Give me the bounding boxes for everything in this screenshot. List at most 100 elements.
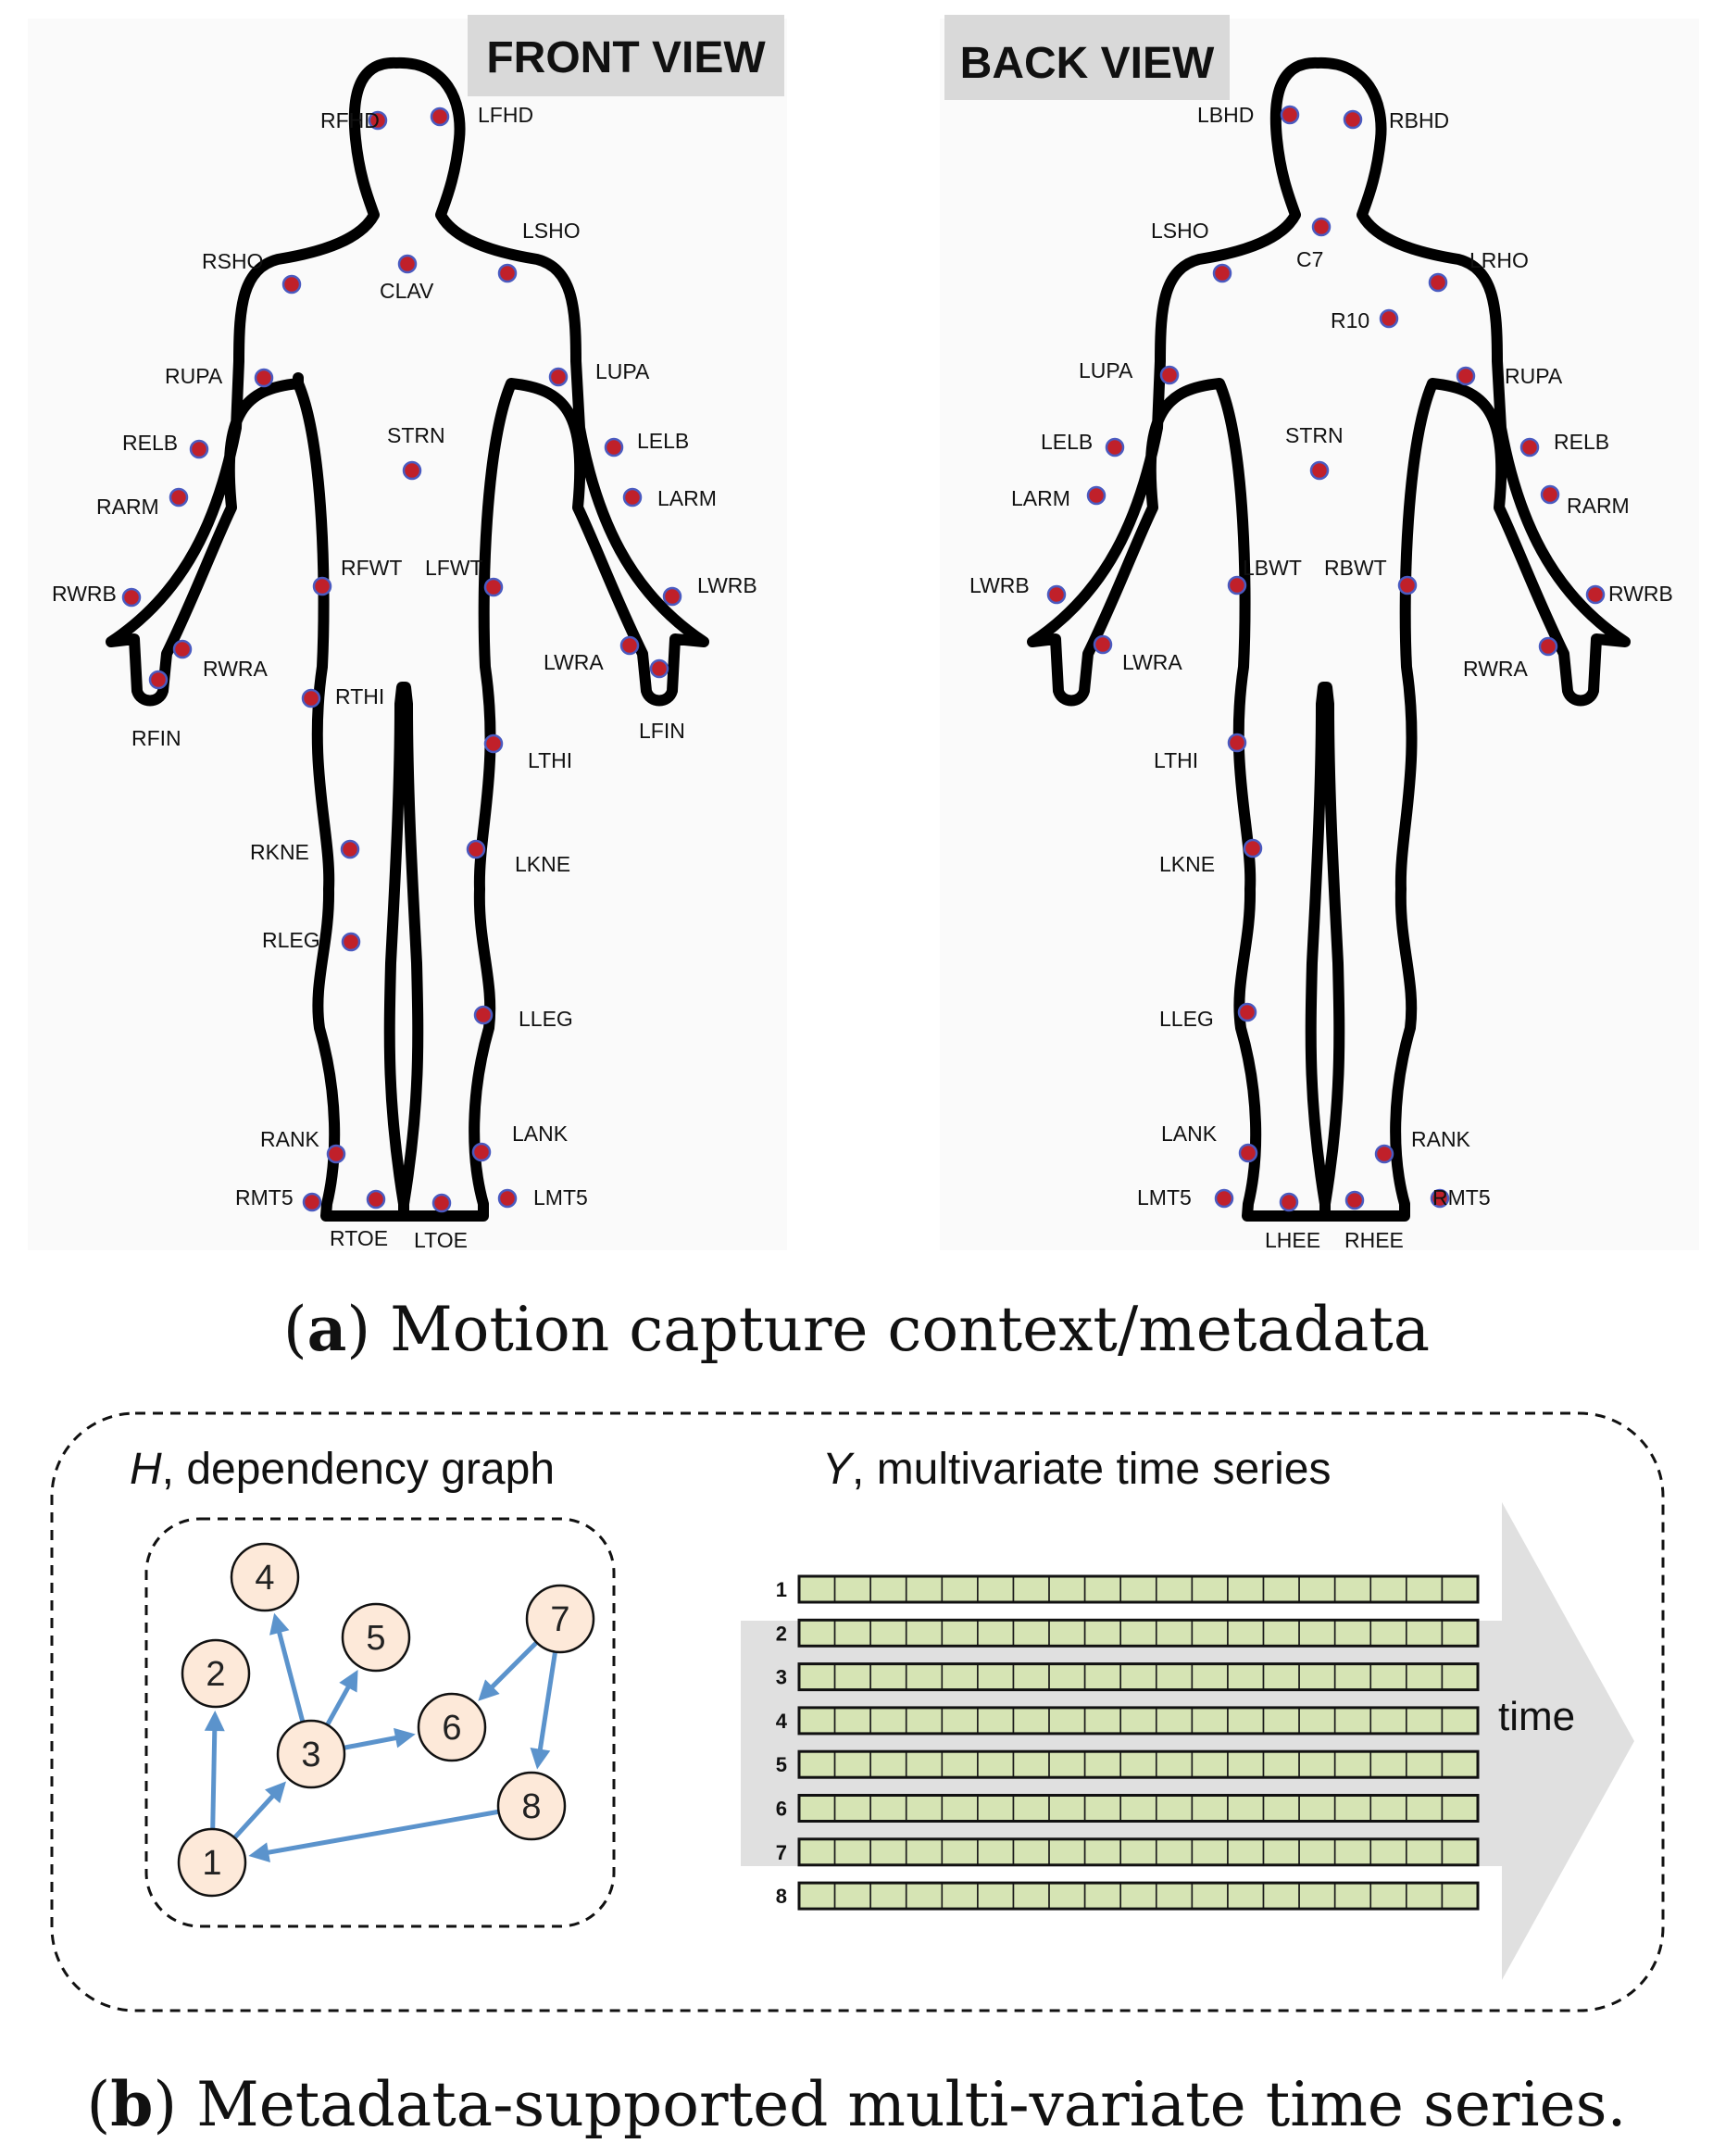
front-marker-rkne: [340, 839, 360, 859]
caption-b-letter: b: [110, 2068, 153, 2140]
front-marker-lank: [471, 1142, 492, 1162]
series-cell: [1155, 1794, 1194, 1823]
series-cell: [1227, 1619, 1265, 1648]
front-view-background: [28, 19, 787, 1250]
front-view-title: FRONT VIEW: [486, 33, 766, 82]
front-view-title-box: [468, 15, 784, 96]
edge-8-to-1: [260, 1809, 499, 1857]
series-cell: [1262, 1794, 1300, 1823]
series-row-label-1: 1: [776, 1578, 787, 1601]
series-cell: [1191, 1794, 1229, 1823]
series-cell: [977, 1838, 1015, 1866]
back-marker-larm: [1086, 485, 1107, 506]
series-cell: [1119, 1838, 1157, 1866]
back-marker-label-lmt5: LMT5: [1137, 1185, 1192, 1210]
series-cell: [1333, 1882, 1372, 1910]
series-cell: [977, 1575, 1015, 1603]
back-marker-label-lhee: LHEE: [1265, 1228, 1320, 1252]
graph-node-label-4: 4: [255, 1559, 274, 1598]
series-row-4: [797, 1706, 1480, 1736]
graph-node-3: [276, 1719, 346, 1789]
back-marker-label-rwrb: RWRB: [1608, 582, 1673, 606]
edge-3-to-5: [325, 1679, 354, 1726]
front-marker-label-rsho: RSHO: [202, 249, 263, 273]
front-marker-lmt5: [497, 1188, 518, 1209]
series-cell: [1333, 1619, 1372, 1648]
graph-node-label-2: 2: [206, 1655, 225, 1694]
back-marker-label-rmt5: RMT5: [1432, 1185, 1491, 1210]
series-cell: [869, 1707, 907, 1735]
series-cell: [1227, 1750, 1265, 1778]
series-cell: [1048, 1662, 1086, 1691]
series-cell: [941, 1619, 979, 1648]
edge-7-to-8: [536, 1651, 558, 1758]
series-cell: [1441, 1662, 1479, 1691]
time-label: time: [1498, 1694, 1575, 1739]
series-cell: [1191, 1662, 1229, 1691]
back-view-title-box: [944, 15, 1230, 100]
back-marker-label-lbhd: LBHD: [1197, 103, 1254, 127]
back-marker-label-rupa: RUPA: [1505, 364, 1563, 388]
series-cell: [1119, 1707, 1157, 1735]
series-row-3: [797, 1662, 1480, 1692]
series-cell: [1406, 1662, 1444, 1691]
series-row-label-3: 3: [776, 1666, 787, 1689]
back-marker-rhee: [1344, 1190, 1365, 1210]
back-marker-lank: [1238, 1143, 1258, 1163]
series-cell: [833, 1838, 871, 1866]
graph-node-6: [417, 1692, 487, 1762]
graph-dashed-frame: [144, 1517, 616, 1928]
edge-7-to-6: [485, 1640, 539, 1694]
series-cell: [1333, 1794, 1372, 1823]
front-marker-label-rwra: RWRA: [203, 657, 269, 681]
series-cell: [798, 1794, 836, 1823]
back-marker-rmt5: [1430, 1188, 1450, 1209]
graph-node-2: [181, 1638, 251, 1709]
back-view-title: BACK VIEW: [960, 39, 1215, 88]
graph-node-label-7: 7: [550, 1600, 569, 1639]
series-cell: [905, 1794, 944, 1823]
back-marker-label-rwra: RWRA: [1463, 657, 1529, 681]
back-marker-label-rhee: RHEE: [1344, 1228, 1404, 1252]
front-marker-rfhd: [368, 110, 388, 131]
series-cell: [1227, 1838, 1265, 1866]
series-cell: [1369, 1750, 1407, 1778]
front-marker-label-rarm: RARM: [96, 495, 159, 519]
series-cell: [1369, 1838, 1407, 1866]
series-cell: [1406, 1838, 1444, 1866]
back-marker-label-lrho: LRHO: [1469, 248, 1529, 272]
front-marker-rfin: [148, 670, 169, 690]
back-marker-label-c7: C7: [1296, 247, 1323, 271]
series-cell: [1406, 1750, 1444, 1778]
front-body-outline: [106, 56, 709, 1222]
edge-arrowhead-3-to-5: [339, 1669, 358, 1693]
back-marker-label-relb: RELB: [1554, 430, 1609, 454]
series-cell: [1369, 1619, 1407, 1648]
series-cell: [1083, 1838, 1122, 1866]
series-cell: [941, 1575, 979, 1603]
series-panel-title: Y, multivariate time series: [822, 1445, 1332, 1494]
back-marker-relb: [1519, 437, 1540, 458]
front-marker-label-lsho: LSHO: [522, 219, 581, 243]
series-cell: [1333, 1662, 1372, 1691]
series-cell: [798, 1838, 836, 1866]
back-marker-lwrb: [1046, 584, 1067, 605]
series-cell: [977, 1707, 1015, 1735]
series-cell: [977, 1794, 1015, 1823]
back-marker-lkne: [1243, 838, 1263, 859]
series-cell: [1119, 1794, 1157, 1823]
series-cell: [1083, 1575, 1122, 1603]
series-cell: [1333, 1707, 1372, 1735]
series-cell: [1119, 1575, 1157, 1603]
series-row-1: [797, 1574, 1480, 1604]
front-marker-clav: [397, 254, 418, 274]
series-cell: [1369, 1662, 1407, 1691]
front-marker-label-strn: STRN: [387, 423, 445, 447]
back-marker-label-lbwt: LBWT: [1243, 556, 1302, 580]
front-marker-rmt5: [302, 1192, 322, 1212]
series-cell: [833, 1575, 871, 1603]
back-marker-label-rbwt: RBWT: [1324, 556, 1387, 580]
back-marker-label-r10: R10: [1331, 308, 1369, 332]
